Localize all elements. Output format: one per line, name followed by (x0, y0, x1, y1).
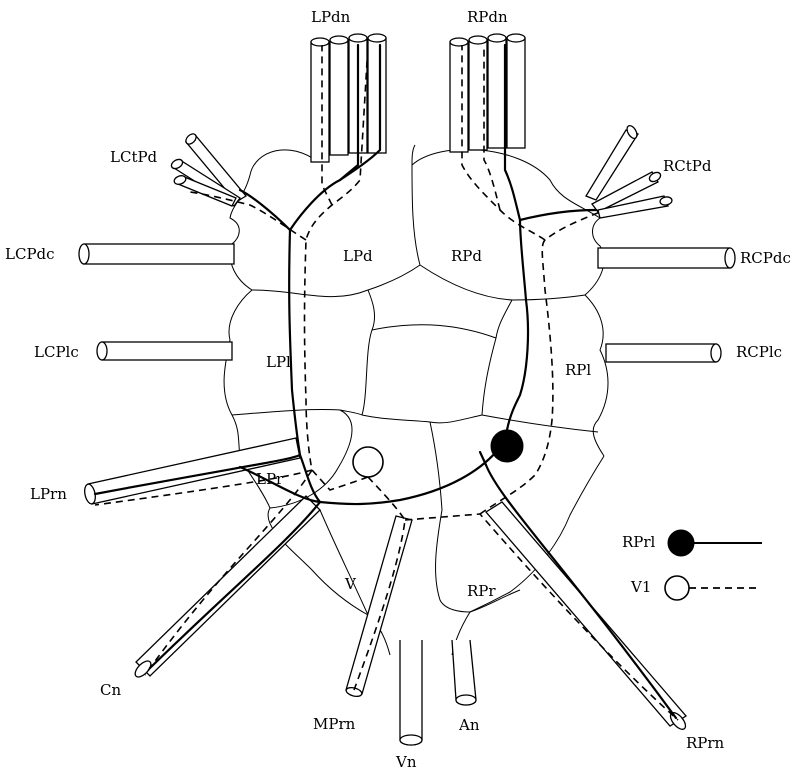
v1-soma (353, 447, 383, 477)
region-rpd: RPd (451, 249, 482, 264)
label-vn: Vn (396, 755, 417, 770)
label-lprn: LPrn (30, 487, 67, 502)
legend-v1-label: V1 (631, 580, 651, 595)
legend-v1-marker (665, 576, 689, 600)
region-rpl: RPl (565, 363, 591, 378)
region-rpr: RPr (467, 584, 496, 599)
label-rpdn: RPdn (467, 10, 508, 25)
label-lpdn: LPdn (311, 10, 350, 25)
region-lpl: LPl (266, 355, 291, 370)
nerve-roots (79, 34, 735, 745)
label-cn: Cn (100, 683, 121, 698)
label-rcplc: RCPlc (736, 345, 782, 360)
label-rprn: RPrn (686, 736, 724, 751)
legend-rprl-marker (668, 530, 694, 556)
label-lcplc: LCPlc (34, 345, 79, 360)
legend (665, 530, 762, 600)
label-an: An (459, 718, 480, 733)
legend-rprl-label: RPrl (622, 535, 655, 550)
rprl-soma (491, 430, 523, 462)
label-rcpdc: RCPdc (740, 251, 791, 266)
region-lpd: LPd (343, 249, 373, 264)
label-lctpd: LCtPd (110, 150, 157, 165)
label-lcpdc: LCPdc (5, 247, 55, 262)
region-lpr: LPr (256, 472, 283, 487)
label-mprn: MPrn (313, 717, 355, 732)
label-rctpd: RCtPd (663, 159, 712, 174)
region-v: V (345, 577, 356, 592)
